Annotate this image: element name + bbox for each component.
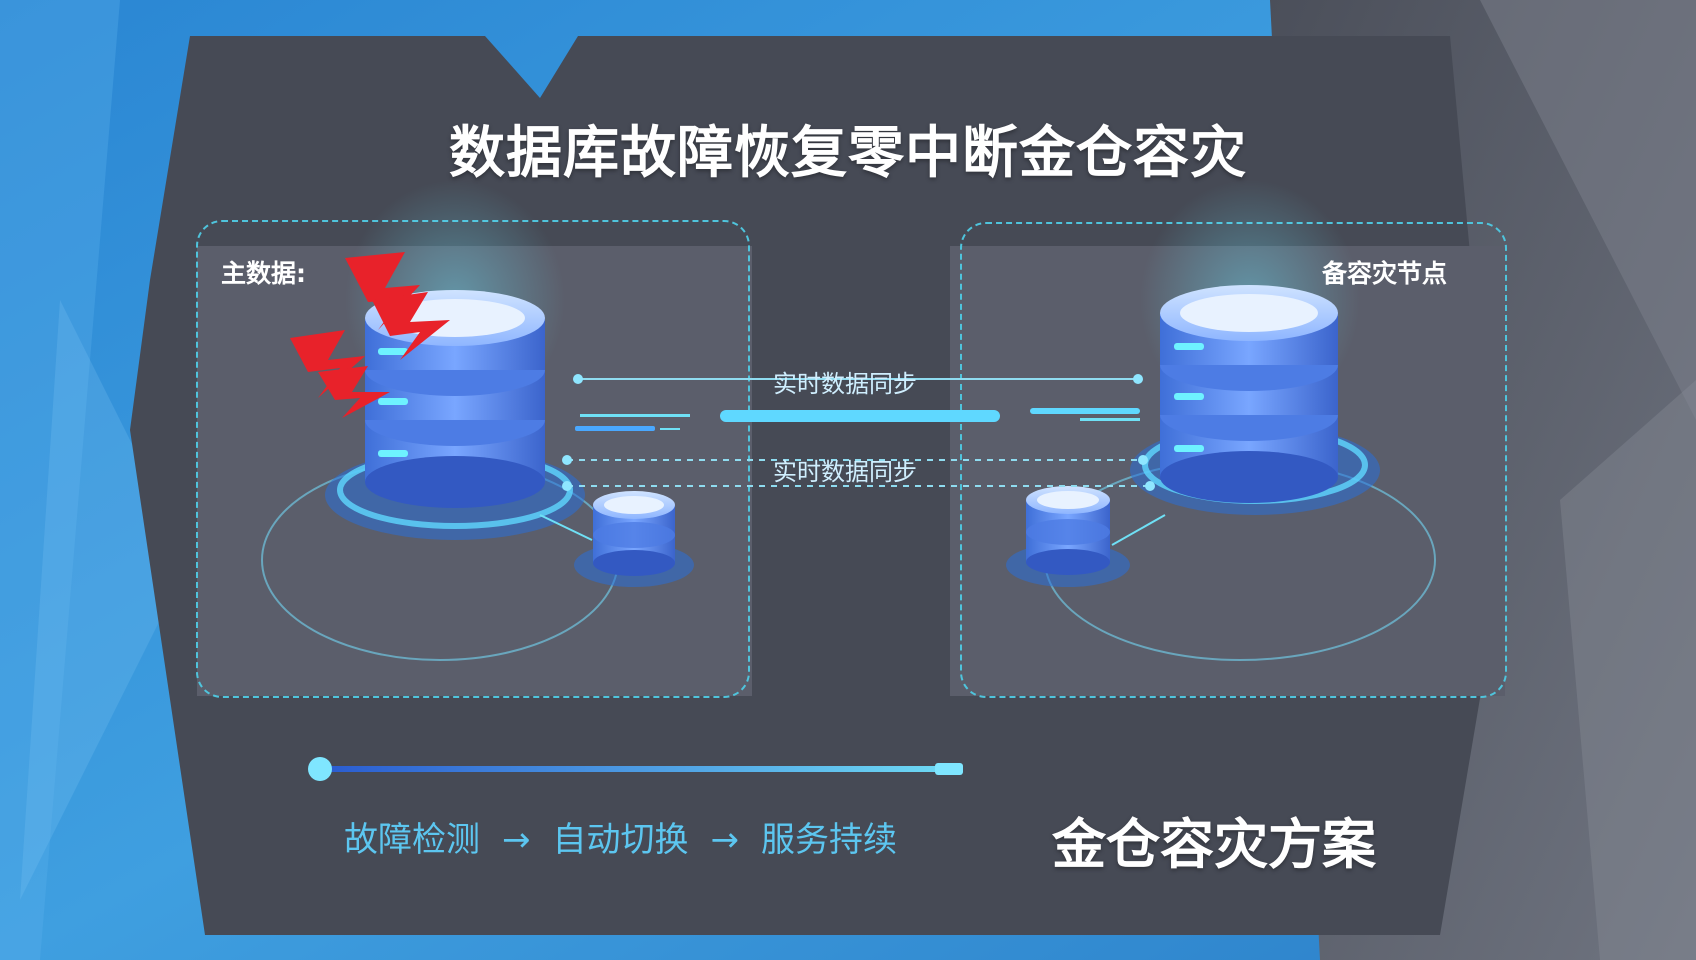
- arrow-right-icon: →: [710, 820, 740, 860]
- backup-dashed-frame: [960, 222, 1507, 698]
- step-auto-switch: 自动切换: [552, 820, 689, 860]
- step-service-continue: 服务持续: [761, 820, 897, 860]
- primary-dashed-frame: [196, 220, 750, 698]
- sync-label-bottom: 实时数据同步: [773, 458, 917, 486]
- arrow-right-icon: →: [502, 820, 531, 860]
- backup-node-label: 备容灾节点: [1322, 259, 1448, 288]
- primary-node-label: 主数据:: [221, 259, 306, 288]
- process-steps: 故障检测 → 自动切换 → 服务持续: [344, 812, 897, 861]
- sync-label-top: 实时数据同步: [773, 370, 917, 398]
- solution-title: 金仓容灾方案: [1052, 813, 1376, 876]
- page-title: 数据库故障恢复零中断金仓容灾: [449, 121, 1247, 186]
- step-fault-detection: 故障检测: [344, 820, 480, 860]
